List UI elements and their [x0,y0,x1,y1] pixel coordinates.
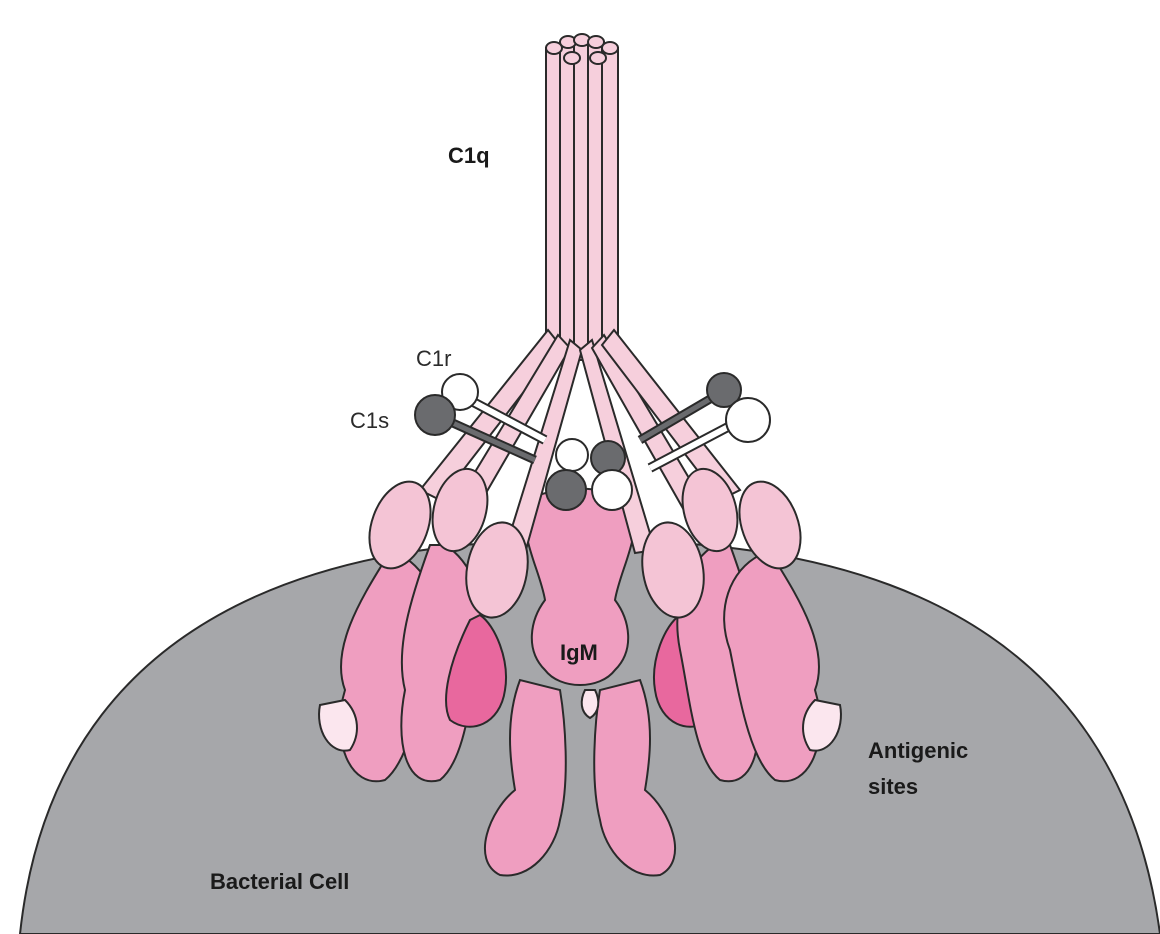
c1s-bead-left [415,395,455,435]
c1r-bead-center-2 [592,470,632,510]
c1r-bead-center-1 [556,439,588,471]
label-antigenic-sites-2: sites [868,774,918,799]
c1r-bead-right [726,398,770,442]
c1s-bead-center-2 [546,470,586,510]
antigenic-site-center [582,690,599,718]
label-bacterial-cell: Bacterial Cell [210,869,349,894]
c1q-stalk [546,34,618,362]
label-c1s: C1s [350,408,389,433]
label-antigenic-sites-1: Antigenic [868,738,968,763]
label-igm: IgM [560,640,598,665]
label-c1q: C1q [448,143,490,168]
label-c1r: C1r [416,346,451,371]
